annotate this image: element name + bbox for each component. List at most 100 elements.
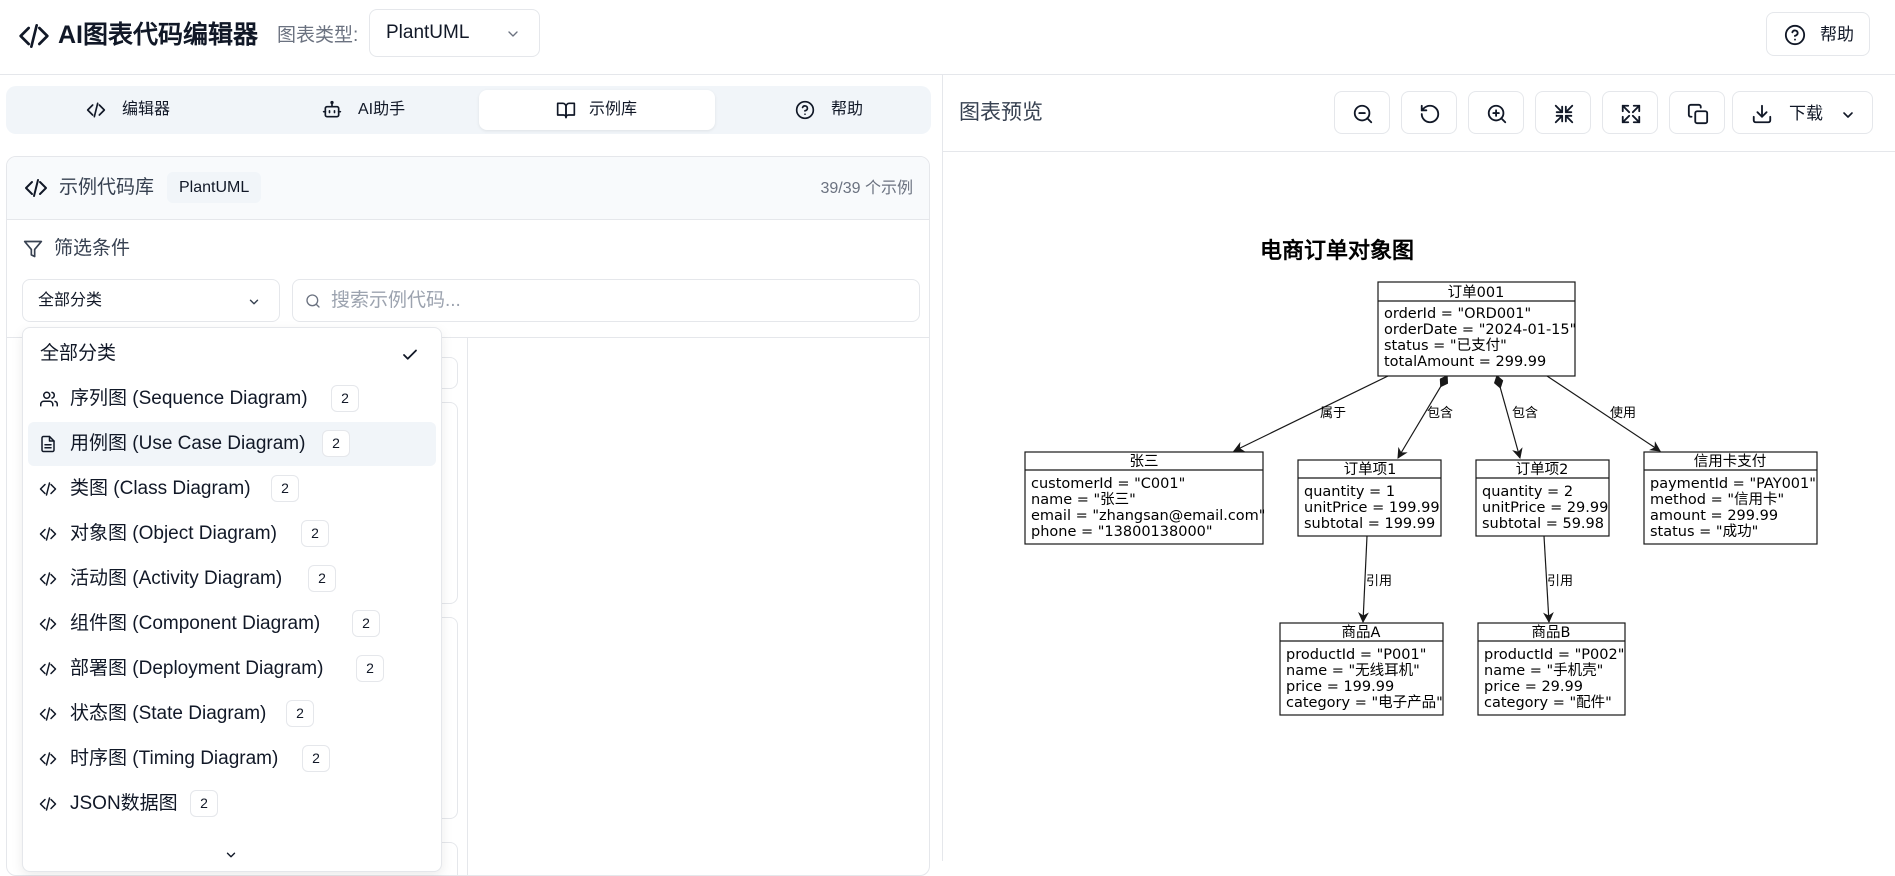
object-field: name = "无线耳机": [1286, 662, 1420, 679]
object-product-a: 商品A productId = "P001" name = "无线耳机" pri…: [1279, 622, 1444, 716]
object-order: 订单001 orderId = "ORD001" orderDate = "20…: [1377, 281, 1576, 377]
count-badge: 2: [286, 700, 314, 727]
diagram-connectors: [1233, 374, 1661, 624]
chevron-down-icon: [247, 295, 261, 309]
category-select[interactable]: 全部分类: [22, 279, 280, 322]
object-field: customerId = "C001": [1031, 476, 1185, 492]
code-icon: [39, 570, 57, 588]
object-field: category = "电子产品": [1286, 694, 1443, 711]
copy-icon: [1687, 103, 1709, 125]
file-icon: [39, 435, 57, 453]
object-payment: 信用卡支付 paymentId = "PAY001" method = "信用卡…: [1643, 451, 1818, 545]
zoom-out-icon: [1352, 103, 1374, 125]
dropdown-item-activity[interactable]: 活动图 (Activity Diagram) 2: [28, 557, 436, 601]
dropdown-item-label: 部署图 (Deployment Diagram): [70, 658, 324, 679]
dropdown-item-label: 类图 (Class Diagram): [70, 478, 251, 499]
chevron-down-icon: [1840, 107, 1856, 123]
dropdown-item-all[interactable]: 全部分类: [28, 332, 436, 376]
users-icon: [39, 390, 59, 408]
chevron-down-icon: [505, 26, 521, 42]
count-badge: 2: [302, 745, 330, 772]
object-name: 商品A: [1342, 624, 1381, 641]
dropdown-item-timing[interactable]: 时序图 (Timing Diagram) 2: [28, 737, 436, 781]
object-field: amount = 299.99: [1650, 508, 1778, 524]
dropdown-item-label: 全部分类: [40, 343, 117, 364]
dropdown-item-label: JSON数据图: [70, 793, 178, 814]
tab-label: 编辑器: [122, 101, 171, 118]
search-input[interactable]: 搜索示例代码...: [292, 279, 920, 322]
dropdown-item-json[interactable]: JSON数据图 2: [28, 782, 436, 826]
dropdown-item-object[interactable]: 对象图 (Object Diagram) 2: [28, 512, 436, 556]
reset-icon: [1419, 103, 1441, 125]
object-field: orderId = "ORD001": [1384, 306, 1531, 322]
category-select-value: 全部分类: [38, 292, 103, 309]
code-icon: [39, 660, 57, 678]
fit-button[interactable]: [1535, 91, 1591, 134]
object-name: 商品B: [1532, 624, 1571, 641]
object-field: paymentId = "PAY001": [1650, 476, 1816, 492]
library-type-badge: PlantUML: [167, 172, 262, 203]
zoom-out-button[interactable]: [1334, 91, 1390, 134]
dropdown-item-class[interactable]: 类图 (Class Diagram) 2: [28, 467, 436, 511]
download-button[interactable]: 下载: [1732, 91, 1873, 134]
object-field: status = "已支付": [1384, 337, 1507, 354]
reset-button[interactable]: [1401, 91, 1457, 134]
tab-help[interactable]: 帮助: [716, 90, 952, 130]
tab-ai-assistant[interactable]: AI助手: [246, 90, 482, 130]
dropdown-item-component[interactable]: 组件图 (Component Diagram) 2: [28, 602, 436, 646]
object-order-item-2: 订单项2 quantity = 2 unitPrice = 29.99 subt…: [1475, 459, 1610, 537]
dropdown-item-state[interactable]: 状态图 (State Diagram) 2: [28, 692, 436, 736]
download-label: 下载: [1789, 104, 1823, 123]
divider: [7, 337, 929, 338]
filter-title: 筛选条件: [54, 238, 131, 259]
dropdown-item-usecase[interactable]: 用例图 (Use Case Diagram) 2: [28, 422, 436, 466]
dropdown-item-label: 状态图 (State Diagram): [70, 703, 267, 724]
object-name: 信用卡支付: [1694, 453, 1767, 470]
object-field: method = "信用卡": [1650, 491, 1784, 508]
divider: [467, 338, 468, 875]
object-name: 张三: [1130, 453, 1159, 470]
copy-button[interactable]: [1669, 91, 1725, 134]
code-icon: [39, 705, 57, 723]
tab-bar: 编辑器 AI助手 示例库 帮助: [6, 86, 931, 134]
chart-type-label: 图表类型:: [277, 25, 359, 46]
help-circle-icon: [1784, 24, 1806, 46]
tab-label: 示例库: [589, 101, 638, 118]
object-name: 订单001: [1448, 284, 1505, 301]
object-product-b: 商品B productId = "P002" name = "手机壳" pric…: [1477, 622, 1626, 716]
link-label-contains: 包含: [1427, 405, 1453, 421]
search-icon: [305, 293, 321, 309]
shrink-icon: [1553, 103, 1575, 125]
diagram-canvas: 电商订单对象图 属于 包含 包含 使用 引用 引用 订单001 orderId …: [1020, 230, 1830, 730]
count-badge: 2: [322, 430, 350, 457]
link-label-reference: 引用: [1366, 574, 1392, 589]
tab-examples[interactable]: 示例库: [479, 90, 715, 130]
object-field: name = "手机壳": [1484, 662, 1603, 679]
dropdown-item-label: 序列图 (Sequence Diagram): [70, 388, 308, 409]
help-button[interactable]: 帮助: [1766, 12, 1870, 56]
dropdown-item-deployment[interactable]: 部署图 (Deployment Diagram) 2: [28, 647, 436, 691]
code-icon: [39, 795, 57, 813]
code-icon: [39, 480, 57, 498]
link-label-uses: 使用: [1610, 405, 1636, 421]
help-label: 帮助: [1820, 25, 1854, 44]
chart-type-select[interactable]: PlantUML: [369, 9, 540, 57]
tab-editor[interactable]: 编辑器: [10, 90, 246, 130]
category-dropdown: 全部分类 序列图 (Sequence Diagram) 2 用例图 (Use C…: [22, 327, 442, 872]
count-badge: 2: [308, 565, 336, 592]
tab-label: AI助手: [358, 101, 406, 118]
zoom-in-button[interactable]: [1468, 91, 1524, 134]
dropdown-item-label: 用例图 (Use Case Diagram): [70, 433, 306, 454]
dropdown-item-sequence[interactable]: 序列图 (Sequence Diagram) 2: [28, 377, 436, 421]
object-field: unitPrice = 29.99: [1482, 500, 1608, 516]
link-label-reference: 引用: [1547, 574, 1573, 589]
search-placeholder: 搜索示例代码...: [331, 290, 461, 311]
help-circle-icon: [795, 100, 815, 120]
object-field: subtotal = 199.99: [1304, 516, 1435, 532]
filter-icon: [23, 239, 43, 259]
scroll-down-icon[interactable]: [223, 848, 239, 862]
fullscreen-button[interactable]: [1602, 91, 1658, 134]
code-icon: [39, 615, 57, 633]
example-count: 39/39 个示例: [820, 180, 914, 197]
dropdown-item-label: 组件图 (Component Diagram): [70, 613, 321, 634]
